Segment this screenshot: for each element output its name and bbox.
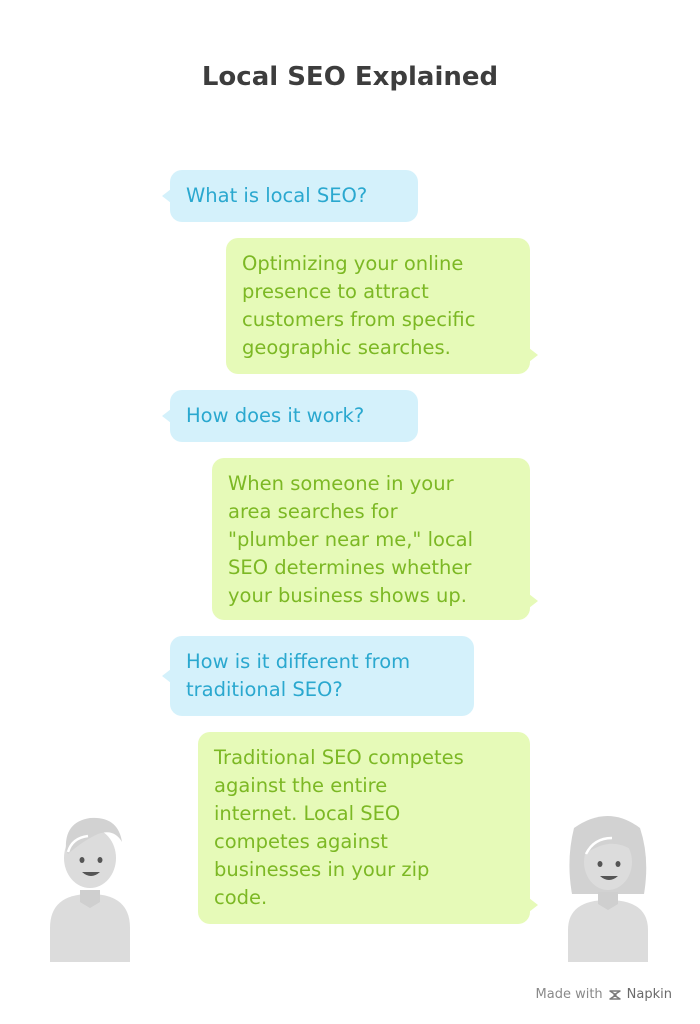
question-bubble-3: How is it different from traditional SEO… — [162, 636, 474, 716]
question-bubble-2: How does it work? — [162, 390, 418, 442]
female-person-icon — [568, 816, 648, 962]
question-bubble-1: What is local SEO? — [162, 170, 418, 222]
made-with-label: Made with — [535, 987, 603, 1002]
napkin-brand-label: Napkin — [626, 987, 672, 1002]
page-title: Local SEO Explained — [201, 62, 499, 92]
footer-attribution: Made with Napkin — [536, 987, 672, 1002]
answer-bubble-2: When someone in your area searches for "… — [212, 458, 538, 620]
napkin-logo-icon — [608, 989, 621, 1000]
male-person-icon — [50, 817, 130, 962]
answer-bubble-3: Traditional SEO competes against the ent… — [198, 732, 538, 924]
answer-bubble-1: Optimizing your online presence to attra… — [226, 238, 538, 374]
